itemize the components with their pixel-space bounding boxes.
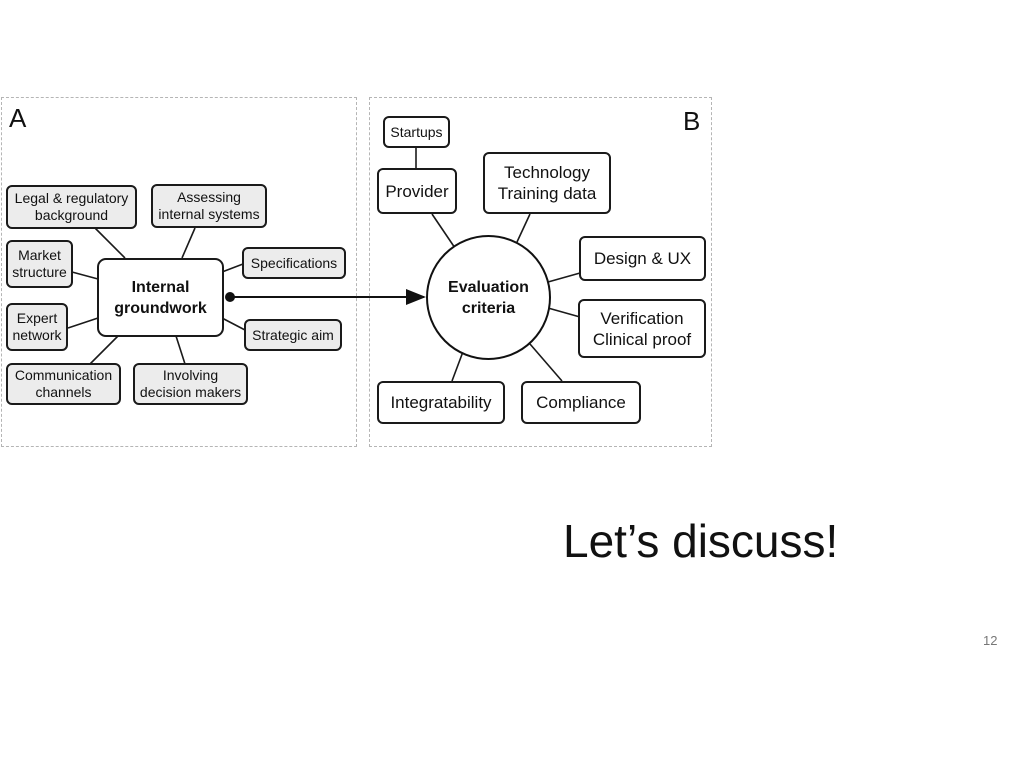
hub-evaluation-criteria: Evaluation criteria [426,235,551,360]
node-legal-regulatory-background: Legal & regulatory background [6,185,137,229]
node-specifications: Specifications [242,247,346,279]
node-market-structure: Market structure [6,240,73,288]
edge-strategic [221,317,246,331]
node-involving-decision-makers: Involving decision makers [133,363,248,405]
node-strategic-aim: Strategic aim [244,319,342,351]
edge-verification [547,307,581,318]
slide-heading: Let’s discuss! [563,515,839,567]
hub-internal-groundwork: Internal groundwork [97,258,224,337]
edge-market [71,271,99,280]
edge-provider [431,213,456,249]
node-expert-network: Expert network [6,303,68,351]
panel-a-letter: A [9,103,27,133]
edge-technology [516,213,531,243]
panel-b [369,97,712,447]
node-technology-training-data: Technology Training data [483,152,611,214]
edge-compliance [529,343,563,382]
node-design-ux: Design & UX [579,236,706,281]
panel-a [1,97,357,447]
node-provider: Provider [377,168,457,214]
edge-communication [89,335,119,365]
arrow-start-dot [225,292,235,302]
node-assessing-internal-systems: Assessing internal systems [151,184,267,228]
node-startups: Startups [383,116,450,148]
edge-involving [175,335,186,365]
node-communication-channels: Communication channels [6,363,121,405]
node-integratability: Integratability [377,381,505,424]
node-compliance: Compliance [521,381,641,424]
edge-expert [67,317,99,329]
node-verification-clinical-proof: Verification Clinical proof [578,299,706,358]
edge-specifications [221,263,244,273]
page-number: 12 [983,633,998,648]
edge-legal [94,227,126,259]
edge-assessing [181,227,196,259]
edge-design [547,272,581,283]
panel-b-letter: B [683,106,701,136]
